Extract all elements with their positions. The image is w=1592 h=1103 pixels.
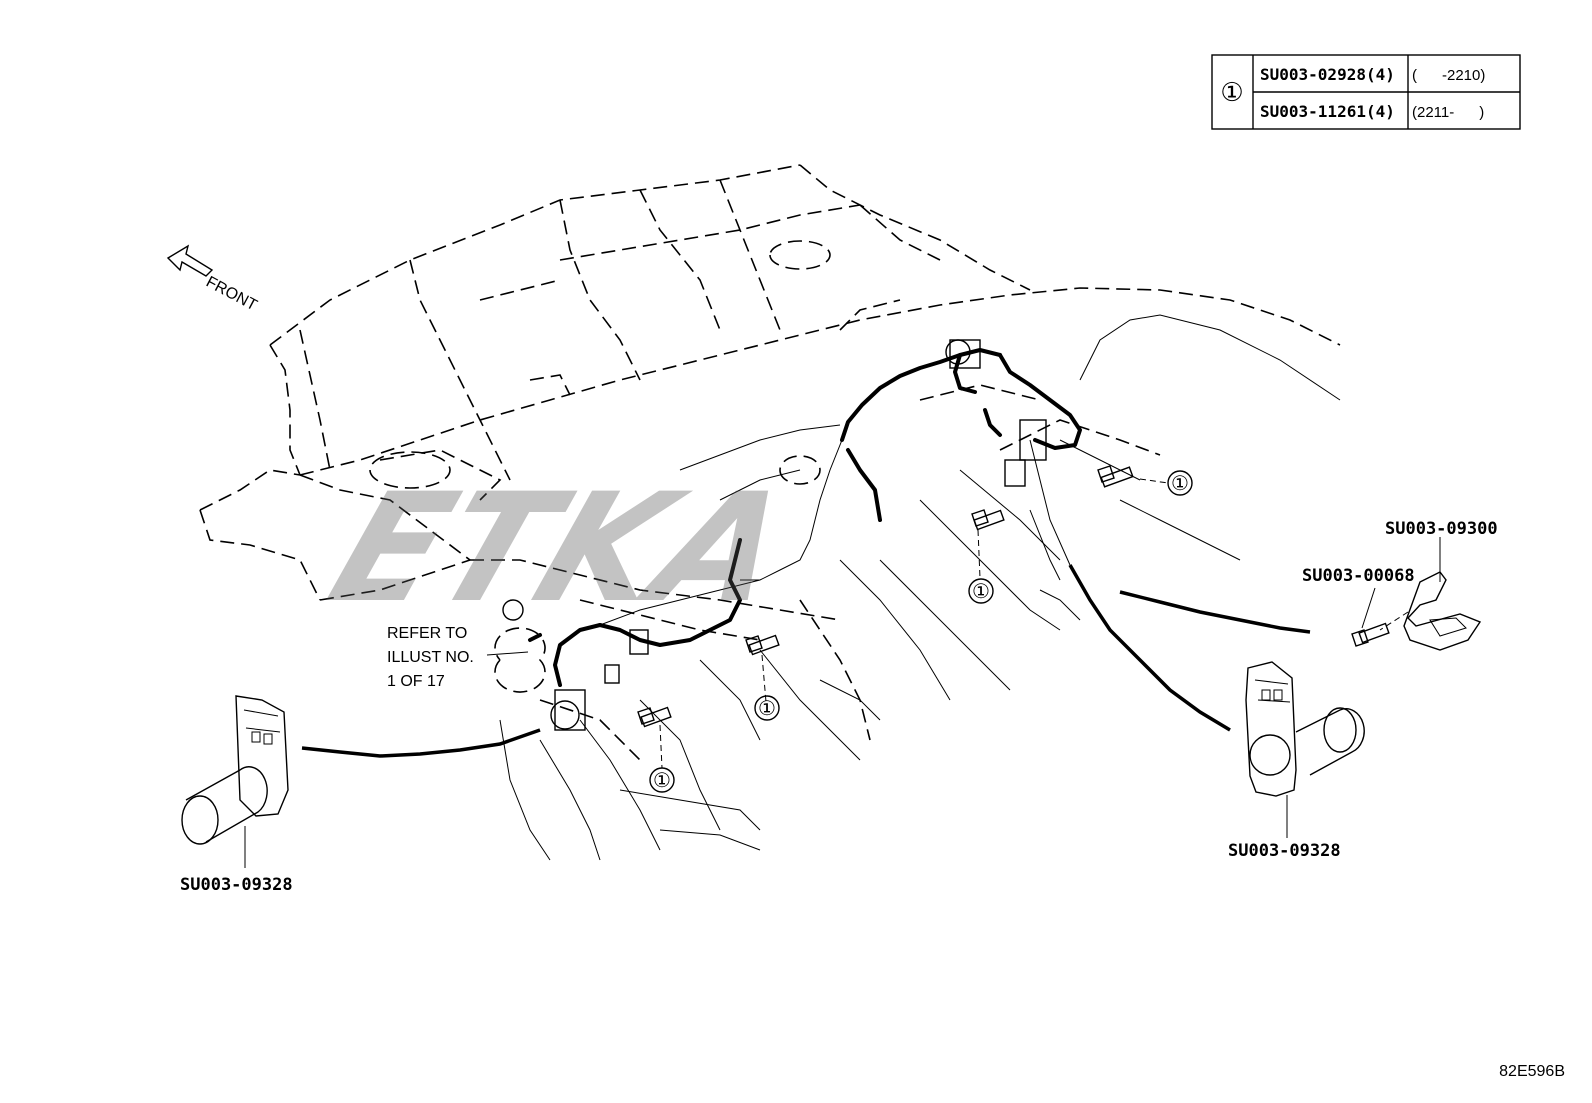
bolt-right-label: SU003-00068 — [1302, 566, 1415, 586]
watermark: ETKA — [310, 461, 811, 636]
front-arrow: FRONT — [166, 244, 260, 315]
bolt-left — [745, 634, 780, 703]
grommet-right-label: SU003-09328 — [1228, 841, 1341, 861]
watermark-text: ETKA — [310, 461, 811, 636]
reference-table: ① SU003-02928(4) ( -2210) SU003-11261(4)… — [1211, 54, 1521, 130]
vehicle-body-lines — [499, 314, 1341, 861]
bolt-center — [971, 509, 1005, 579]
refer-note: REFER TO ILLUST NO. 1 OF 17 — [387, 625, 529, 690]
table-row-1-range: ( -2210) — [1412, 67, 1485, 84]
grommet-left: SU003-09328 — [180, 695, 293, 895]
bolt-right-bracket-label: SU003-00068 — [1302, 566, 1415, 629]
bolt-right-bracket — [1351, 622, 1390, 647]
bolt-top-right — [1097, 465, 1169, 488]
grommet-right: SU003-09328 — [1228, 661, 1365, 861]
callout-mark-3: ① — [758, 696, 776, 720]
refer-note-line-1: REFER TO — [387, 625, 467, 642]
callout-marks: ① ① ① ① — [649, 470, 1193, 793]
vehicle-body-outline — [199, 164, 1341, 761]
bolt-lower-left — [637, 706, 672, 769]
callout-mark-1: ① — [1171, 471, 1189, 495]
bracket-right: SU003-09300 — [1379, 519, 1498, 651]
callout-mark-4: ① — [653, 768, 671, 792]
table-row-2-range: (2211- ) — [1412, 104, 1484, 121]
front-arrow-label: FRONT — [203, 274, 260, 315]
diagram-code: 82E596B — [1499, 1063, 1565, 1080]
refer-note-line-2: ILLUST NO. — [387, 649, 474, 666]
wiring-harness — [301, 339, 1311, 758]
table-row-1-part: SU003-02928(4) — [1260, 65, 1395, 84]
table-row-2-part: SU003-11261(4) — [1260, 102, 1395, 121]
bracket-right-label: SU003-09300 — [1385, 519, 1498, 539]
table-ref-mark: ① — [1220, 78, 1243, 108]
callout-mark-2: ① — [972, 579, 990, 603]
refer-note-line-3: 1 OF 17 — [387, 673, 445, 690]
grommet-left-label: SU003-09328 — [180, 875, 293, 895]
